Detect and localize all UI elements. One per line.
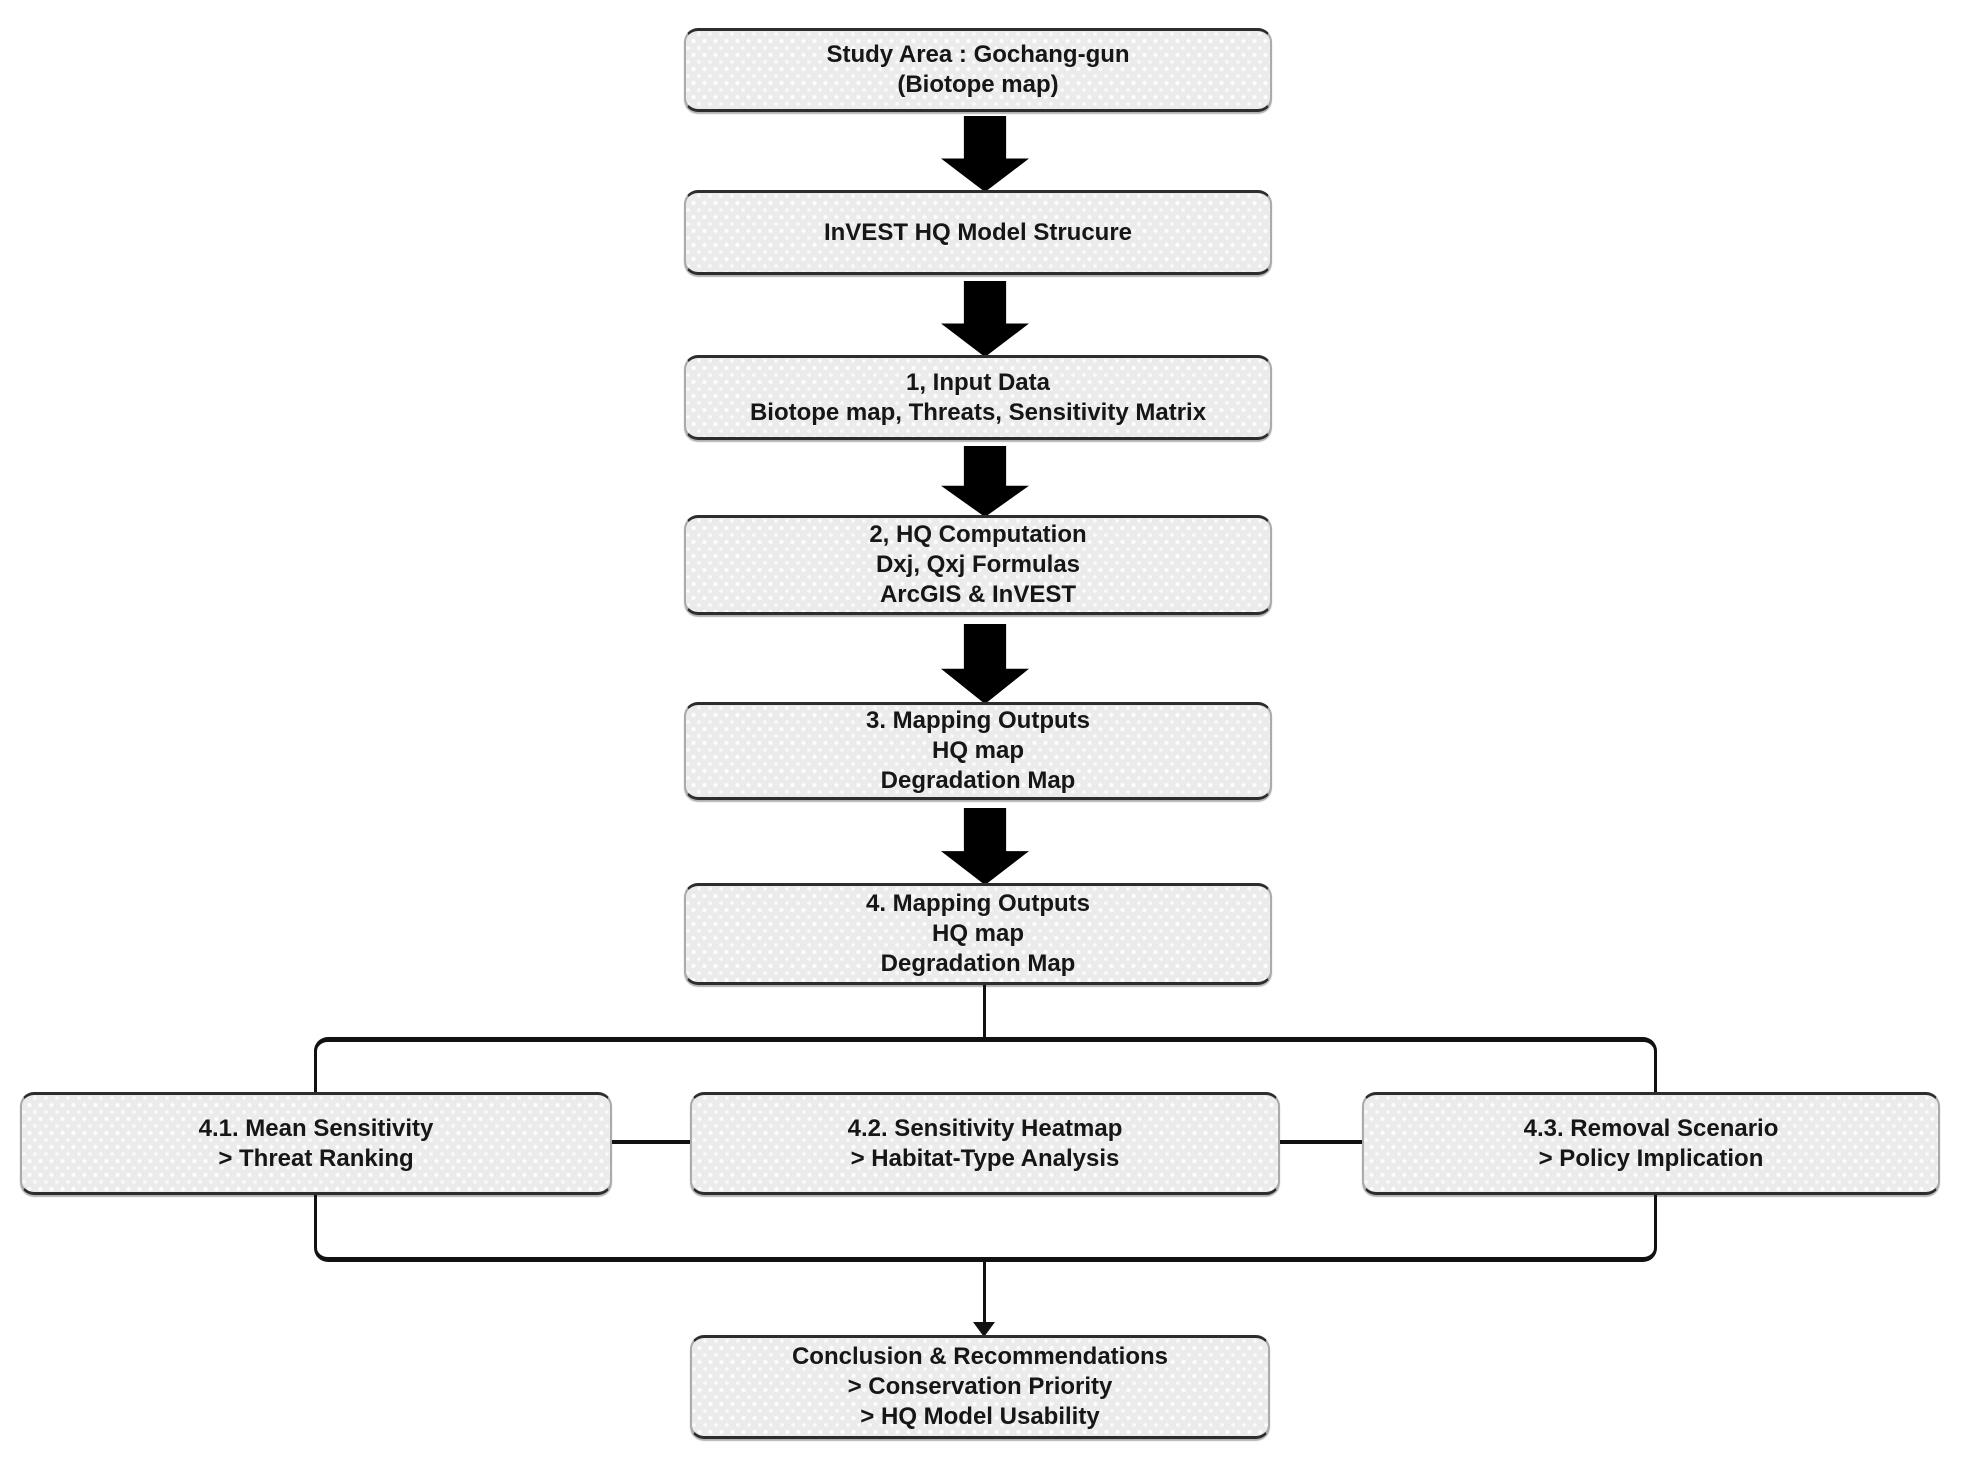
branch-bracket-bottom (314, 1195, 1657, 1262)
flow-box-line: > HQ Model Usability (860, 1403, 1100, 1430)
flow-box-line: HQ map (931, 737, 1024, 764)
flow-box-line: ArcGIS & InVEST (879, 581, 1077, 608)
down-block-arrow-icon (941, 624, 1029, 704)
flow-box-line: 4.3. Removal Scenario (1523, 1114, 1779, 1142)
flow-box-sensitivity-heatmap: 4.2. Sensitivity Heatmap > Habitat-Type … (690, 1092, 1280, 1195)
flow-box-line: > Conservation Priority (847, 1373, 1113, 1400)
connector-horizontal-right (1280, 1140, 1362, 1144)
flow-box-study-area: Study Area : Gochang-gun (Biotope map) (684, 28, 1272, 112)
flow-box-mapping-outputs-4: 4. Mapping Outputs HQ map Degradation Ma… (684, 883, 1272, 985)
down-block-arrow-icon (941, 446, 1029, 517)
flow-box-invest-model: InVEST HQ Model Strucure (684, 190, 1272, 275)
flow-box-mapping-outputs-3: 3. Mapping Outputs HQ map Degradation Ma… (684, 702, 1272, 800)
down-arrow-icon (973, 1322, 995, 1337)
flow-box-line: 4. Mapping Outputs (866, 890, 1090, 917)
flow-box-line: 4.1. Mean Sensitivity (198, 1114, 434, 1142)
flow-box-line: (Biotope map) (897, 71, 1059, 98)
flow-box-line: Study Area : Gochang-gun (826, 41, 1130, 68)
flow-box-line: InVEST HQ Model Strucure (823, 218, 1133, 246)
connector-vertical-center (983, 985, 986, 1040)
flow-box-hq-computation: 2, HQ Computation Dxj, Qxj Formulas ArcG… (684, 515, 1272, 615)
flow-box-line: > Habitat-Type Analysis (850, 1144, 1120, 1172)
flow-box-line: Dxj, Qxj Formulas (875, 551, 1081, 578)
flow-box-line: HQ map (931, 920, 1024, 947)
down-block-arrow-icon (941, 808, 1029, 885)
flow-box-line: Conclusion & Recommendations (791, 1343, 1169, 1370)
flow-box-conclusion: Conclusion & Recommendations > Conservat… (690, 1335, 1270, 1439)
flow-box-line: 2, HQ Computation (869, 521, 1087, 548)
flow-box-line: > Policy Implication (1538, 1144, 1764, 1172)
flow-box-line: 3. Mapping Outputs (866, 707, 1090, 734)
down-block-arrow-icon (941, 116, 1029, 192)
flow-box-input-data: 1, Input Data Biotope map, Threats, Sens… (684, 355, 1272, 440)
flow-box-line: Degradation Map (880, 767, 1076, 794)
connector-horizontal-left (612, 1140, 690, 1144)
flow-box-line: > Threat Ranking (218, 1144, 414, 1172)
branch-bracket-top (314, 1037, 1657, 1092)
connector-vertical-merge (983, 1262, 986, 1324)
flow-box-line: Biotope map, Threats, Sensitivity Matrix (749, 398, 1207, 426)
flow-box-line: 1, Input Data (905, 368, 1050, 396)
flow-box-line: 4.2. Sensitivity Heatmap (847, 1114, 1123, 1142)
flow-box-removal-scenario: 4.3. Removal Scenario > Policy Implicati… (1362, 1092, 1940, 1195)
down-block-arrow-icon (941, 281, 1029, 357)
flow-box-line: Degradation Map (880, 950, 1076, 977)
flow-box-mean-sensitivity: 4.1. Mean Sensitivity > Threat Ranking (20, 1092, 612, 1195)
